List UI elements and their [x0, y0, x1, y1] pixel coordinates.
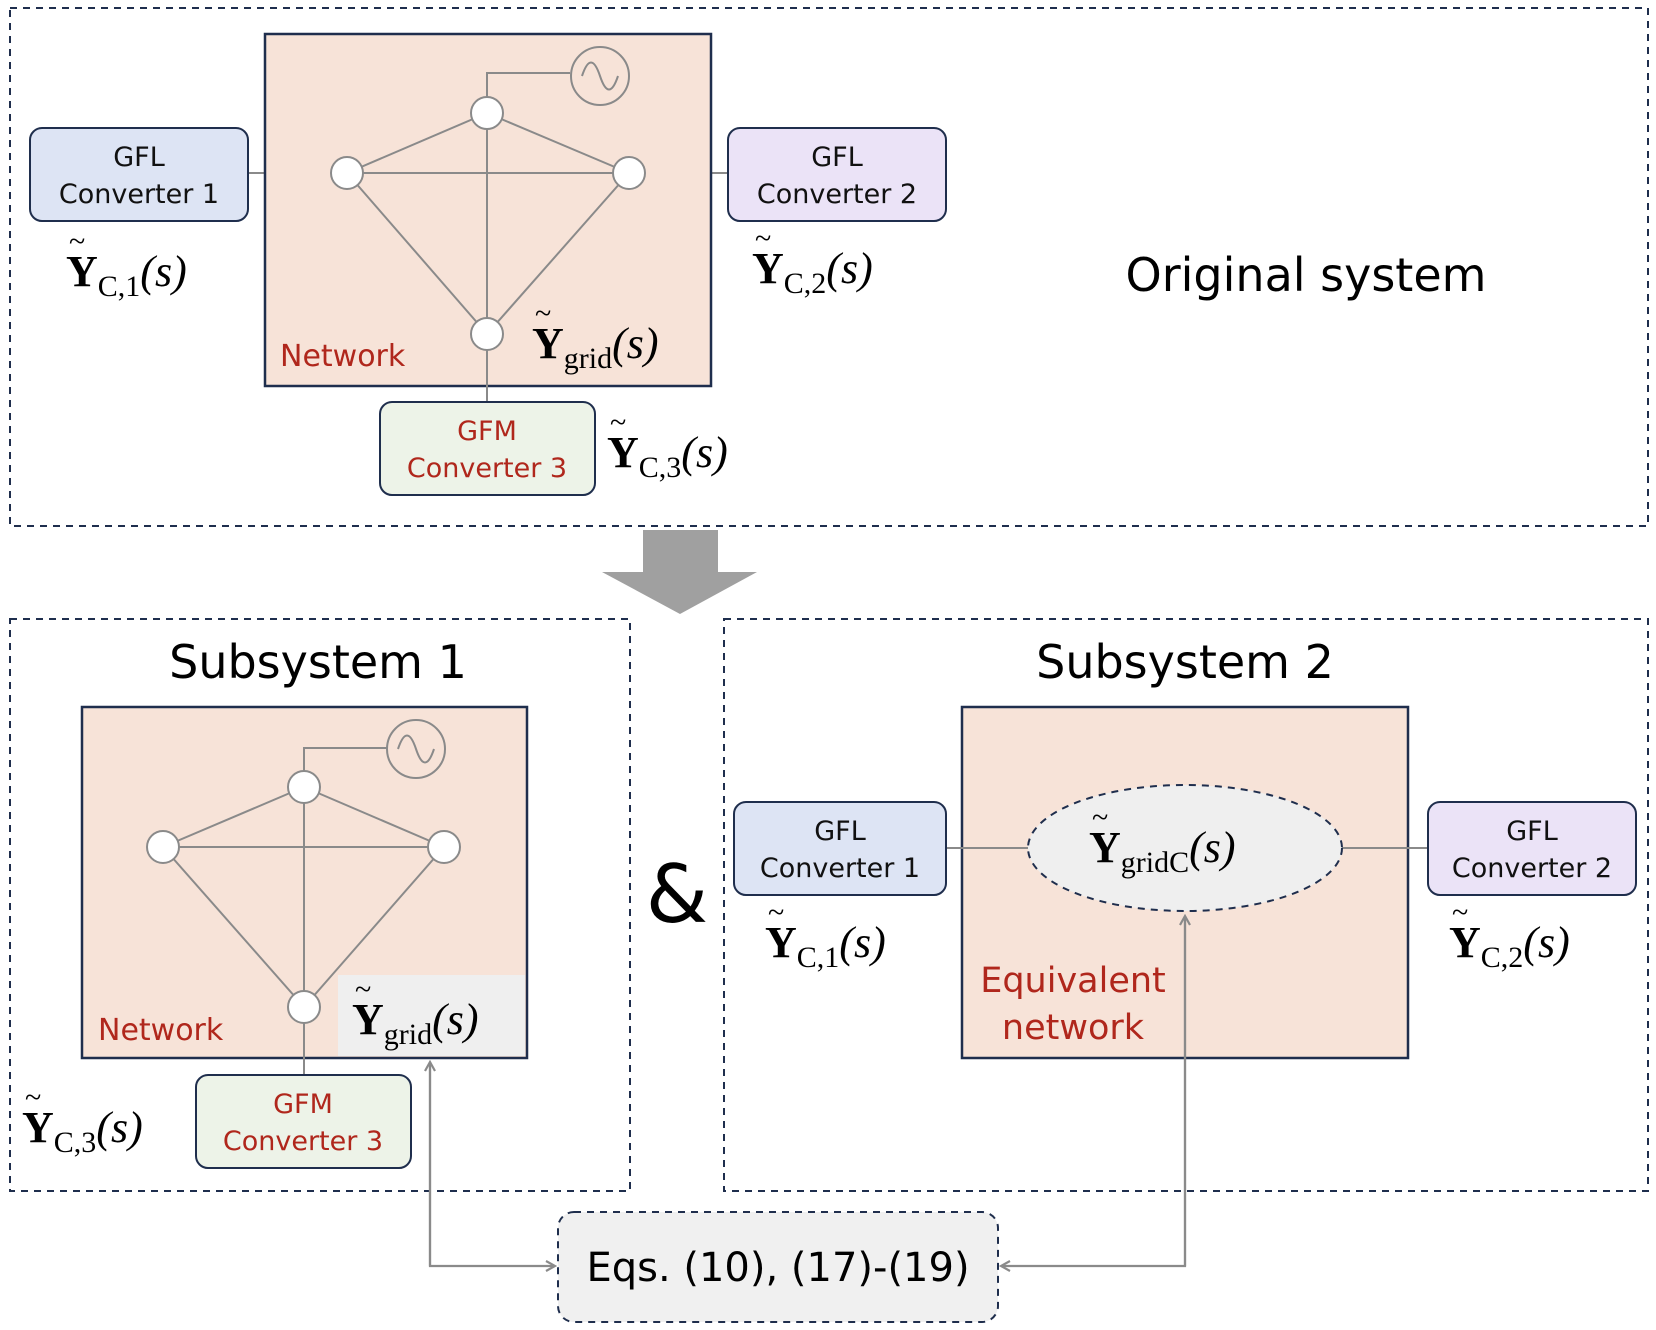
subsystem-1-title: Subsystem 1	[169, 635, 467, 689]
down-arrow-icon	[602, 530, 757, 614]
tilde-icon: ~	[768, 896, 784, 929]
tilde-icon: ~	[1452, 896, 1468, 929]
subsystem-2-title: Subsystem 2	[1036, 635, 1334, 689]
gfl-converter-2: GFL Converter 2	[1427, 801, 1637, 896]
tilde-icon: ~	[355, 973, 371, 1006]
gfl-converter-2: GFL Converter 2	[727, 127, 947, 222]
equivalent-network-label-2: network	[1002, 1008, 1145, 1048]
ygridc-label: YgridC(s)	[1089, 823, 1236, 879]
svg-text:Converter 2: Converter 2	[757, 179, 917, 210]
ygridc-ellipse	[1027, 784, 1343, 912]
svg-text:GFL: GFL	[113, 142, 165, 173]
network-graph	[162, 747, 445, 1075]
tilde-icon: ~	[755, 222, 771, 255]
yc2-label: YC,2(s)	[752, 244, 873, 300]
svg-text:GFL: GFL	[1506, 816, 1558, 847]
subsystem-2-frame	[723, 618, 1649, 1192]
svg-text:Converter 3: Converter 3	[223, 1126, 383, 1157]
original-system-frame	[9, 7, 1649, 527]
equations-box	[557, 1211, 999, 1323]
svg-text:GFM: GFM	[457, 416, 517, 447]
original-system-title: Original system	[1126, 248, 1487, 302]
ygrid-highlight	[338, 975, 525, 1056]
tilde-icon: ~	[69, 225, 85, 258]
tilde-icon: ~	[25, 1081, 41, 1114]
svg-text:GFM: GFM	[273, 1089, 333, 1120]
svg-text:Converter 3: Converter 3	[407, 453, 567, 484]
yc1-label: YC,1(s)	[66, 247, 187, 303]
yc1-label: YC,1(s)	[765, 918, 886, 974]
ampersand: &	[646, 848, 708, 941]
network-node	[146, 770, 461, 1024]
ac-source-icon	[570, 46, 630, 106]
tilde-icon: ~	[1092, 801, 1108, 834]
network-label: Network	[98, 1013, 224, 1048]
gfm-converter-3: GFM Converter 3	[195, 1074, 412, 1169]
svg-text:Converter 1: Converter 1	[760, 853, 920, 884]
gfl-converter-1: GFL Converter 1	[29, 127, 249, 222]
svg-text:GFL: GFL	[814, 816, 866, 847]
network-node	[330, 96, 646, 351]
ygrid-label: Ygrid(s)	[352, 995, 479, 1051]
arrow-sub1-eqs	[428, 1063, 554, 1266]
tilde-icon: ~	[610, 406, 626, 439]
ygrid-label: Ygrid(s)	[532, 319, 659, 375]
equivalent-network-label: Equivalent	[980, 961, 1166, 1001]
gfl-converter-1: GFL Converter 1	[733, 801, 947, 896]
network-label: Network	[280, 339, 406, 374]
subsystem-1-frame	[9, 618, 631, 1192]
tilde-icon: ~	[535, 297, 551, 330]
ac-source-icon	[386, 719, 446, 779]
yc3-label: YC,3(s)	[607, 428, 728, 484]
svg-text:Converter 1: Converter 1	[59, 179, 219, 210]
svg-text:GFL: GFL	[811, 142, 863, 173]
yc2-label: YC,2(s)	[1449, 918, 1570, 974]
svg-text:Converter 2: Converter 2	[1452, 853, 1612, 884]
equations-label: Eqs. (10), (17)-(19)	[586, 1245, 969, 1291]
gfm-converter-3: GFM Converter 3	[379, 401, 596, 496]
yc3-label: YC,3(s)	[22, 1103, 143, 1159]
